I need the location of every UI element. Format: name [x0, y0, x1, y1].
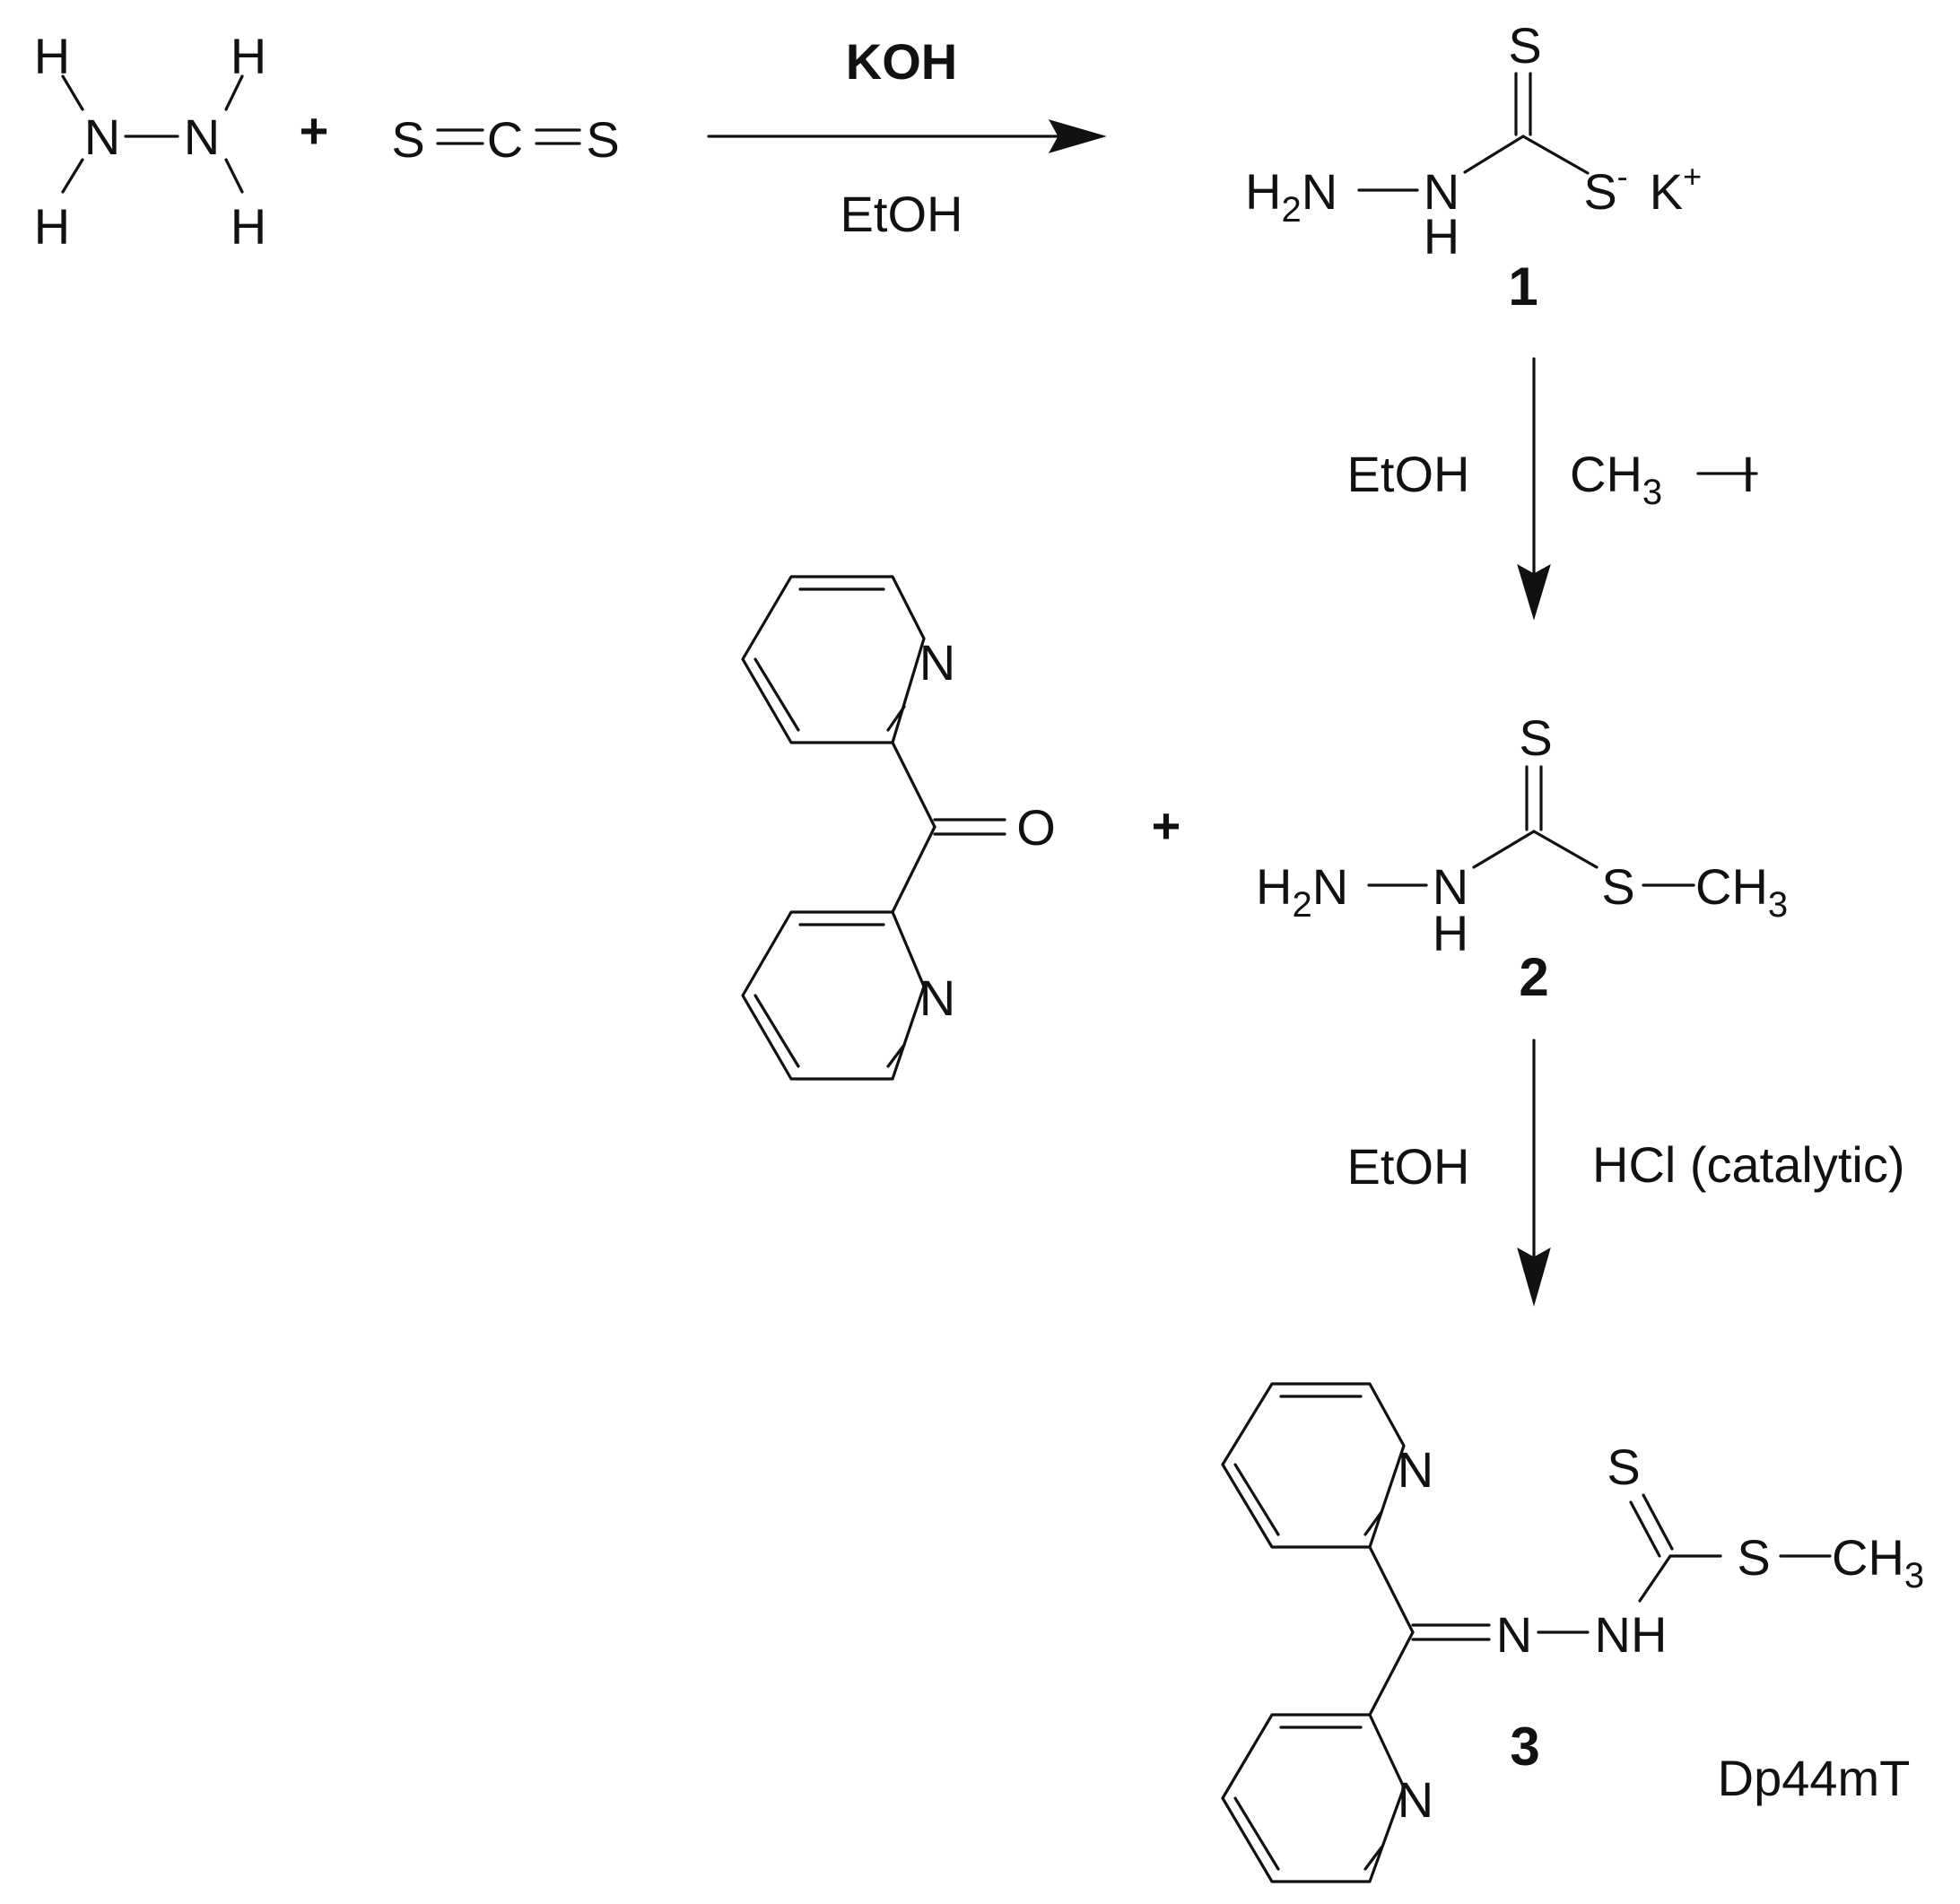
atom-n: N	[919, 969, 955, 1026]
atom-c: C	[487, 111, 523, 168]
bond-h-n	[224, 74, 244, 111]
bond-n-c	[1638, 1554, 1672, 1603]
bond-n-c	[1472, 830, 1536, 869]
compound-1: S H2N N H S- K+ 1	[1245, 17, 1702, 317]
pyridine-ring	[1221, 1382, 1406, 1549]
aromatic-bond-inner	[1233, 1463, 1280, 1536]
bond-ring-c	[891, 741, 936, 829]
reaction-arrow-step-3: EtOH HCl (catalytic)	[1347, 1039, 1904, 1307]
atom-h: H	[34, 198, 70, 255]
atom-n: N	[1398, 1771, 1433, 1828]
di-2-pyridyl-ketone: N O N	[741, 575, 1056, 1081]
bond-h-n	[61, 74, 84, 111]
atom-h: H	[34, 28, 70, 84]
atom-n: N	[184, 109, 220, 165]
aromatic-bond-inner	[886, 705, 906, 732]
bond-c-ring	[1368, 1630, 1415, 1717]
atom-o: O	[1016, 799, 1056, 856]
bond-c-s	[1532, 830, 1598, 869]
compound-number: 2	[1519, 947, 1548, 1007]
solvent-label: EtOH	[841, 186, 963, 242]
compound-name: Dp44mT	[1718, 1750, 1911, 1806]
aromatic-bond-inner	[886, 1043, 906, 1068]
reagent-label: KOH	[846, 33, 957, 90]
atom-ch3: CH3	[1832, 1529, 1924, 1595]
double-bond-line	[1629, 1500, 1661, 1558]
atom-s: S	[391, 111, 424, 168]
atom-s: S	[1508, 17, 1541, 74]
atom-n: N	[1398, 1441, 1433, 1498]
solvent-label: EtOH	[1347, 446, 1470, 502]
bond-h-n	[224, 158, 244, 194]
atom-h: H2N	[1245, 163, 1337, 230]
bond-n-c	[1463, 135, 1525, 174]
aromatic-bond-inner	[754, 657, 800, 732]
atom-s: S	[1737, 1529, 1770, 1586]
bond-h-n	[61, 158, 84, 194]
aromatic-bond-inner	[754, 994, 800, 1068]
reagent-label: HCl (catalytic)	[1592, 1136, 1904, 1193]
atom-h: H	[231, 28, 266, 84]
atom-s: S	[1519, 709, 1552, 766]
arrowhead	[1517, 563, 1551, 621]
atom-n: N	[84, 109, 120, 165]
aromatic-bond-inner	[1363, 1510, 1383, 1536]
reaction-arrow-step-1: KOH EtOH	[707, 33, 1107, 242]
atom-n: N	[1424, 163, 1459, 220]
atom-s: S	[586, 111, 619, 168]
atom-h: H2N	[1256, 858, 1348, 925]
bond-c-ring	[891, 825, 936, 914]
compound-number: 3	[1510, 1717, 1539, 1777]
hydrazine: H H N N H H	[34, 28, 266, 255]
atom-s: S	[1607, 1439, 1640, 1495]
bond-ring-c	[1368, 1545, 1415, 1634]
atom-h: H	[1424, 208, 1459, 265]
pyridine-ring	[741, 910, 926, 1081]
plus-sign: +	[300, 102, 329, 159]
carbon-disulfide: S C S	[391, 111, 619, 168]
atom-n: N	[1433, 858, 1468, 915]
atom-n: N	[919, 634, 955, 691]
pyridine-ring	[1221, 1713, 1406, 1883]
solvent-label: EtOH	[1347, 1138, 1470, 1195]
atom-h: H	[231, 198, 266, 255]
atom-ch3: CH3	[1695, 858, 1788, 925]
double-bond-line	[1642, 1493, 1674, 1551]
atom-nh: NH	[1595, 1606, 1668, 1663]
arrowhead	[1048, 119, 1107, 153]
aromatic-bond-inner	[1363, 1846, 1383, 1871]
compound-2: S H2N N H S CH3 2	[1256, 709, 1788, 1007]
aromatic-bond-inner	[1233, 1796, 1280, 1871]
arrowhead	[1517, 1247, 1551, 1307]
compound-number: 1	[1508, 256, 1538, 317]
atom-s: S	[1601, 858, 1634, 915]
atom-k: K+	[1650, 158, 1702, 220]
bond-c-s	[1521, 135, 1590, 175]
compound-3: N N N NH S S CH3 3 Dp44mT	[1221, 1382, 1924, 1883]
atom-h: H	[1433, 905, 1468, 961]
atom-s: S-	[1583, 158, 1627, 220]
plus-sign: +	[1152, 797, 1181, 854]
atom-n: N	[1496, 1606, 1532, 1663]
